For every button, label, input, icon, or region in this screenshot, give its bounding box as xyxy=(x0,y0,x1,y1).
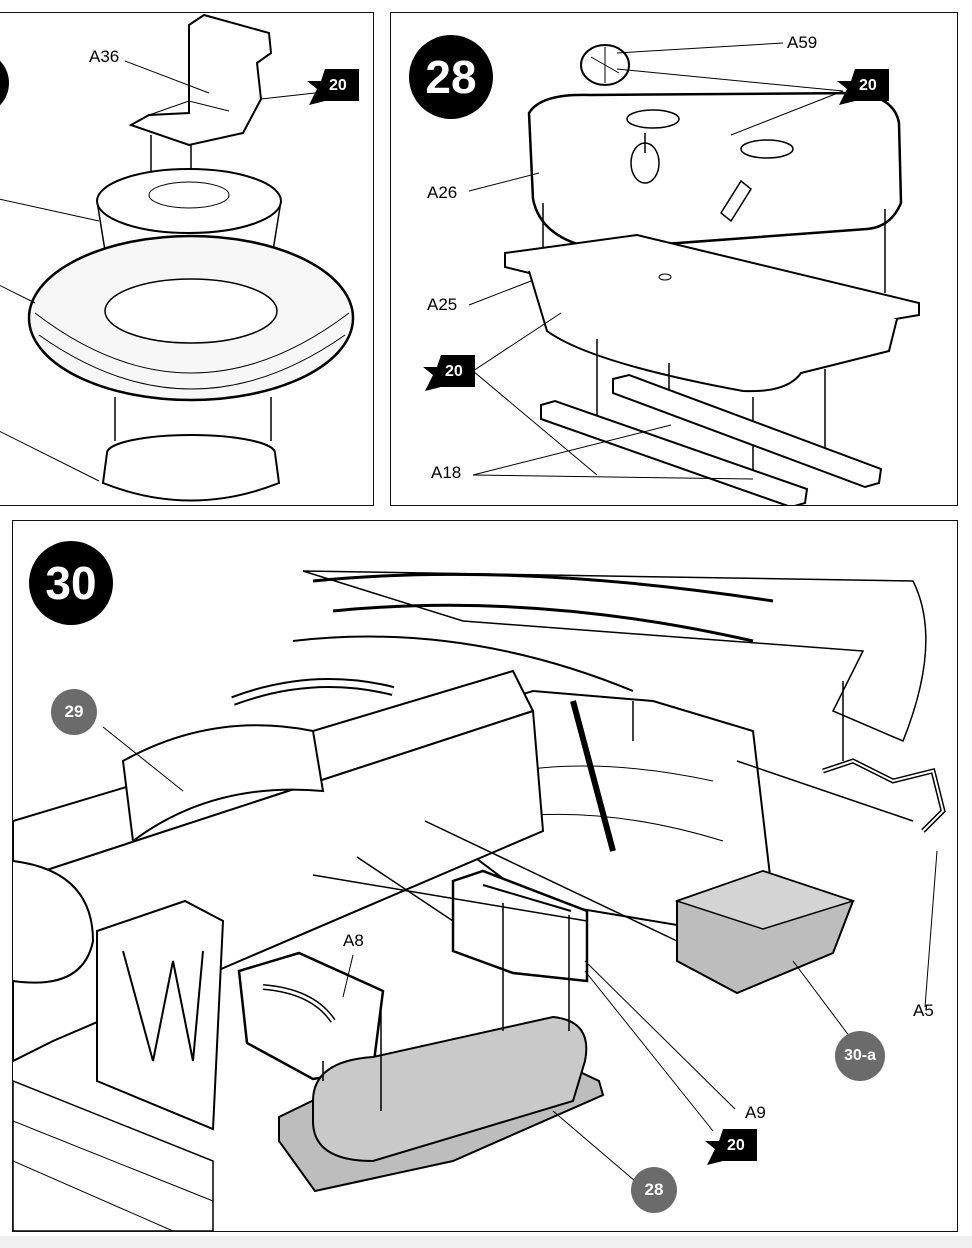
badge-20-top: 20 xyxy=(835,67,893,107)
badge-20-left-text: 20 xyxy=(445,363,463,380)
badge-20-left: 20 xyxy=(421,353,479,393)
label-a36: A36 xyxy=(89,47,120,66)
panel-step-28: 28 A59 A26 A25 A18 20 20 xyxy=(390,12,958,506)
badge-20: 20 xyxy=(305,67,363,107)
step-number-28: 28 xyxy=(409,35,493,119)
badge-20-text: 20 xyxy=(727,1137,745,1154)
wheel-assembly-drawing xyxy=(0,13,355,502)
ref-step-30a: 30-a xyxy=(835,1031,885,1081)
page-bottom-strip xyxy=(0,1236,972,1248)
ref-step-29: 29 xyxy=(51,689,97,735)
label-a8: A8 xyxy=(343,931,364,950)
chassis-assembly-drawing xyxy=(13,570,946,1231)
label-a59: A59 xyxy=(787,33,818,52)
panel-step-30: 30 29 30-a 28 A8 A9 A5 20 xyxy=(12,520,958,1232)
panel-step-27: A36 20 xyxy=(0,12,374,506)
ref-step-28: 28 xyxy=(631,1167,677,1213)
badge-20-top-text: 20 xyxy=(859,77,877,94)
badge-20: 20 xyxy=(703,1127,761,1167)
fuel-tank-drawing xyxy=(468,42,920,505)
label-a9: A9 xyxy=(745,1103,766,1122)
step-number-30: 30 xyxy=(29,541,113,625)
label-a5: A5 xyxy=(913,1001,934,1020)
badge-20-text: 20 xyxy=(329,77,347,94)
label-a18: A18 xyxy=(431,463,462,482)
label-a26: A26 xyxy=(427,183,458,202)
label-a25: A25 xyxy=(427,295,458,314)
